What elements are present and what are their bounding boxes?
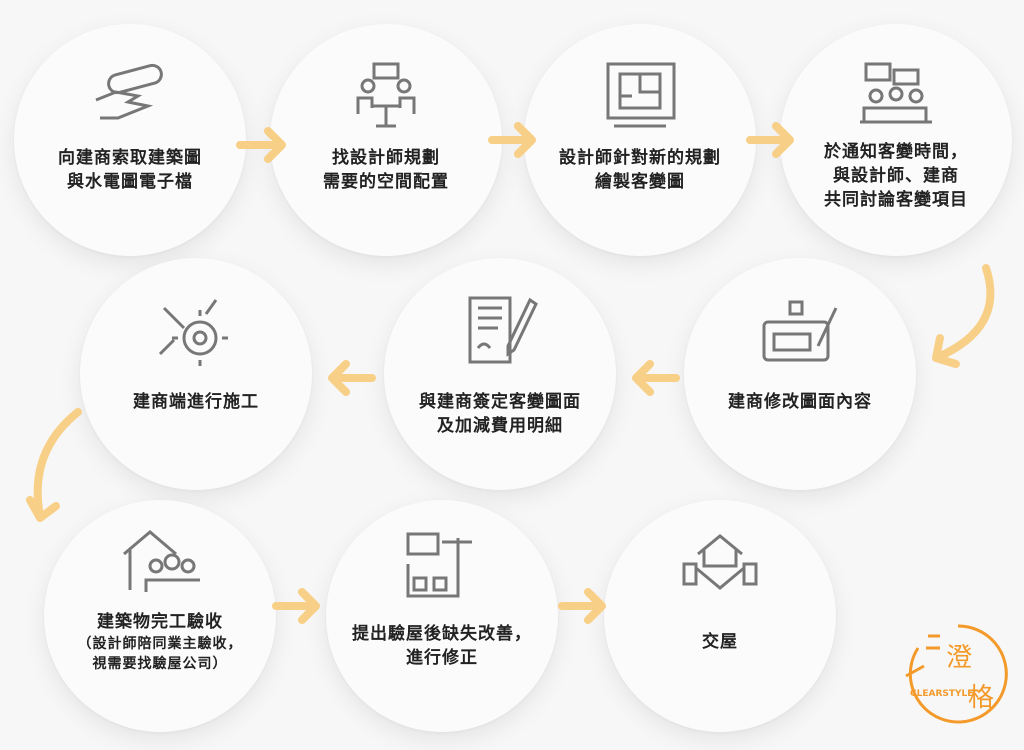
svg-text:澄: 澄 bbox=[946, 643, 972, 673]
arrow-right-icon bbox=[272, 588, 320, 624]
arrow-left-icon bbox=[328, 360, 376, 396]
step-3: 設計師針對新的規劃繪製客變圖 bbox=[524, 24, 756, 256]
step-2: 找設計師規劃需要的空間配置 bbox=[270, 24, 502, 256]
step-text: 向建商索取建築圖 bbox=[58, 148, 202, 168]
step-9: 提出驗屋後缺失改善， 進行修正 bbox=[326, 500, 558, 732]
step-text: 及加減費用明細 bbox=[437, 416, 563, 436]
step-text: 共同討論客變項目 bbox=[824, 190, 968, 210]
arrow-left-icon bbox=[632, 360, 680, 396]
arrow-curve-icon bbox=[26, 408, 82, 522]
step-text: 找設計師規劃 bbox=[332, 148, 440, 168]
clearstyle-logo: CLEARSTYLE 澄 格 bbox=[905, 624, 1008, 724]
step-text: 於通知客變時間， bbox=[824, 142, 968, 162]
tools-gear-icon bbox=[158, 299, 228, 366]
arrow-curve-icon bbox=[932, 264, 995, 368]
house-handshake-icon bbox=[682, 534, 758, 590]
step-text: 繪製客變圖 bbox=[595, 172, 685, 192]
step-text: 交屋 bbox=[702, 632, 738, 652]
step-text: 建商端進行施工 bbox=[133, 392, 259, 412]
floorplan-icon bbox=[606, 62, 676, 128]
contract-pen-icon bbox=[468, 296, 538, 364]
step-6: 與建商簽定客變圖面及加減費用明細 bbox=[384, 258, 616, 490]
step-8: 建築物完工驗收 （設計師陪同業主驗收， 視需要找驗屋公司） bbox=[44, 500, 276, 732]
step-text: 需要的空間配置 bbox=[323, 172, 449, 192]
svg-text:CLEARSTYLE: CLEARSTYLE bbox=[910, 689, 973, 699]
step-10: 交屋 bbox=[604, 500, 836, 732]
step-1: 向建商索取建築圖與水電圖電子檔 bbox=[14, 24, 246, 256]
step-subtext: 視需要找驗屋公司） bbox=[92, 656, 228, 672]
step-text: 與建商簽定客變圖面 bbox=[419, 392, 581, 412]
tablet-drawing-icon bbox=[762, 300, 838, 362]
step-text: 提出驗屋後缺失改善， bbox=[352, 624, 532, 644]
step-text: 設計師針對新的規劃 bbox=[559, 148, 721, 168]
step-text: 與水電圖電子檔 bbox=[67, 172, 193, 192]
step-text: 進行修正 bbox=[406, 648, 478, 668]
step-text: 建商修改圖面內容 bbox=[728, 392, 872, 412]
step-text: 建築物完工驗收 bbox=[97, 612, 223, 632]
blueprint-hand-icon bbox=[95, 63, 163, 120]
meeting-icon bbox=[356, 62, 416, 128]
step-5: 建商修改圖面內容 bbox=[684, 258, 916, 490]
step-text: 與設計師、建商 bbox=[833, 166, 959, 186]
arrow-right-icon bbox=[558, 588, 606, 624]
svg-text:格: 格 bbox=[968, 683, 994, 713]
house-workers-icon bbox=[123, 530, 200, 592]
step-subtext: （設計師陪同業主驗收， bbox=[77, 636, 243, 652]
checklist-icon bbox=[406, 532, 472, 598]
step-7: 建商端進行施工 bbox=[80, 258, 312, 490]
discussion-icon bbox=[860, 62, 932, 124]
step-4: 於通知客變時間， 與設計師、建商共同討論客變項目 bbox=[780, 24, 1012, 256]
